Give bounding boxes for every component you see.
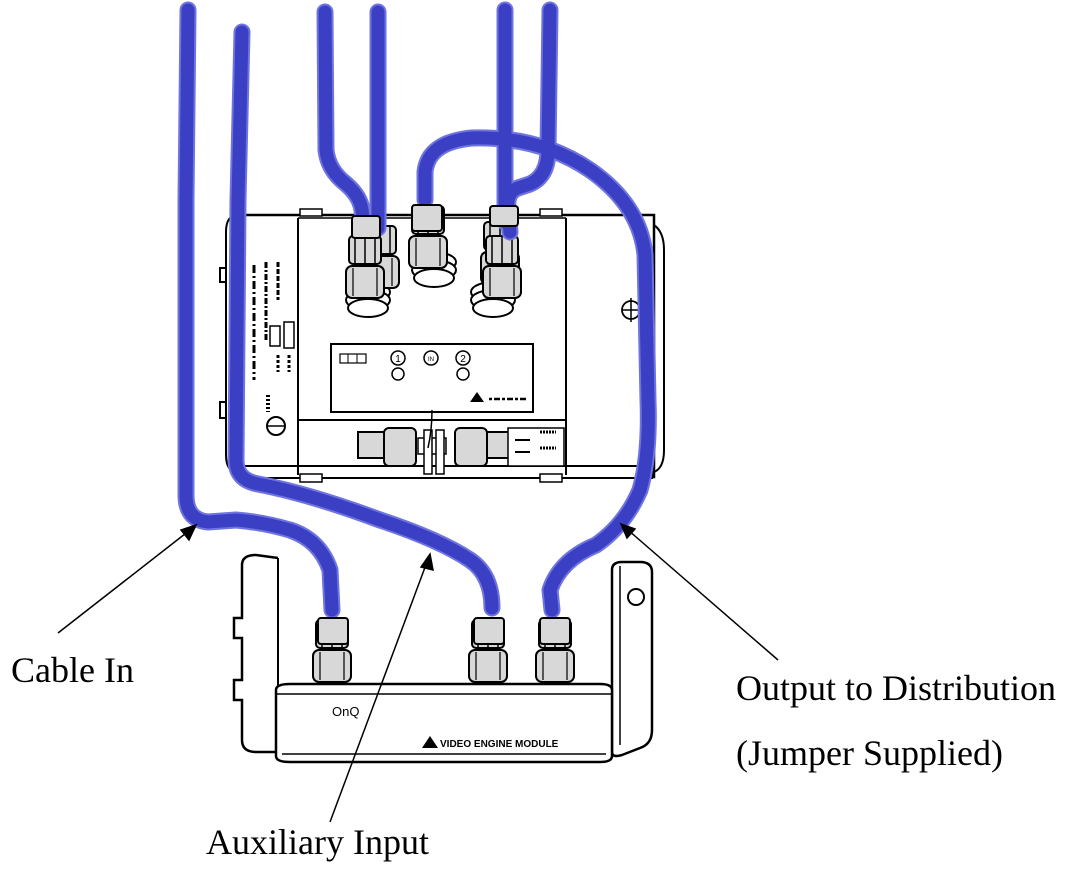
auxiliary-input-label: Auxiliary Input: [206, 822, 429, 862]
cable-end-connectors: [317, 204, 571, 645]
warning-triangle-icon: [470, 392, 484, 402]
port-1-label: 1: [395, 354, 401, 365]
auxiliary-input-arrow: [329, 552, 434, 823]
module-connectors: [312, 619, 575, 683]
port-2-label: 2: [460, 354, 466, 365]
module-name-label: VIDEO ENGINE MODULE: [440, 739, 559, 750]
port-label-panel: 1 IN 2: [330, 343, 534, 413]
video-engine-module: OnQ VIDEO ENGINE MODULE: [232, 553, 654, 764]
cable-in-arrow: [57, 523, 198, 634]
coax-cables: [177, 1, 657, 619]
port-in-label: IN: [428, 357, 434, 363]
spec-label-panel: [252, 262, 295, 436]
output-to-distribution-label: Output to Distribution: [736, 668, 1057, 708]
warning-triangle-icon: [422, 736, 438, 748]
output-arrow: [619, 522, 779, 661]
cable-in-label: Cable In: [11, 650, 134, 690]
power-connector: [357, 409, 565, 475]
jumper-supplied-label: (Jumper Supplied): [736, 733, 1003, 773]
brand-label: OnQ: [332, 704, 359, 719]
callout-arrows: [57, 522, 779, 823]
